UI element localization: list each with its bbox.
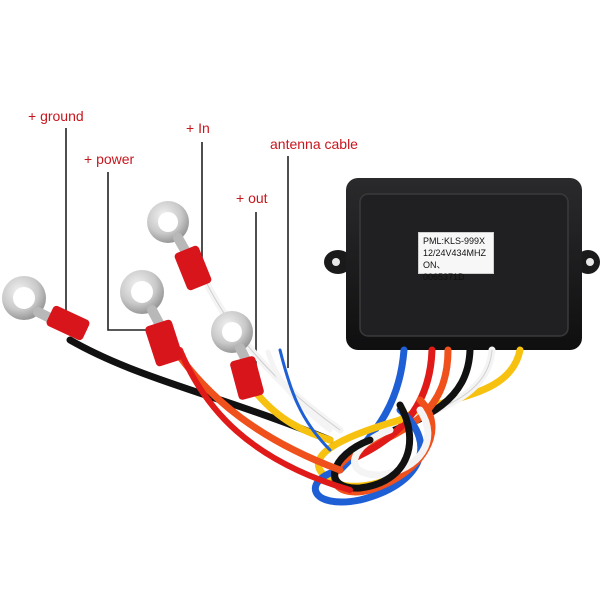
- wire-blue-loop: [311, 406, 425, 506]
- sticker-serial: ON、 0065371D: [423, 260, 465, 282]
- label-out: + out: [236, 190, 268, 206]
- label-ground: + ground: [28, 108, 84, 124]
- label-antenna-cable: antenna cable: [270, 136, 358, 152]
- wire-red-left: [177, 347, 353, 493]
- terminal-ground: [2, 276, 90, 341]
- terminal-power: [120, 270, 183, 367]
- module-label-sticker: PML:KLS-999X 12/24V434MHZ ON、 0065371D: [418, 232, 494, 282]
- wire-yellow-out: [254, 391, 334, 444]
- wire-blue-antenna: [278, 348, 332, 452]
- ring-terminals: [2, 201, 264, 400]
- sticker-voltage-frequency: 12/24V434MHZ: [423, 248, 487, 258]
- sticker-model: PML:KLS-999X: [423, 236, 486, 246]
- leader-lines: [65, 128, 289, 370]
- terminal-out: [211, 311, 264, 400]
- terminal-in: [147, 201, 212, 291]
- wire-white-out: [265, 349, 333, 433]
- leader-power: [107, 172, 160, 331]
- label-in: + In: [186, 120, 210, 136]
- wire-black-loop: [331, 401, 414, 492]
- label-power: + power: [84, 151, 135, 167]
- wire-bundle: [66, 276, 524, 506]
